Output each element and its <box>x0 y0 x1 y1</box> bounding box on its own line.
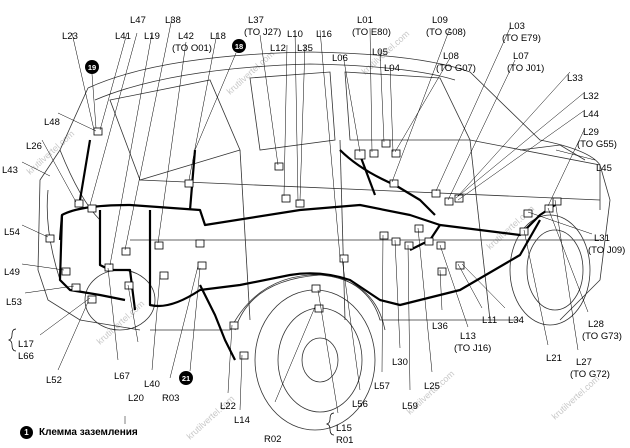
callout-label-l30: L30 <box>392 357 408 368</box>
callout-label-l35: L35 <box>297 43 313 54</box>
callout-label-l37: L37 <box>248 15 264 26</box>
leader-lines <box>21 17 596 424</box>
callout-label-l49: L49 <box>4 267 20 278</box>
callout-label-l22: L22 <box>220 401 236 412</box>
callout-label-l27: L27 <box>576 357 592 368</box>
callout-label-l07b: (TO J01) <box>507 63 544 74</box>
watermark-text: krutilvertel.com <box>550 374 602 422</box>
ground-point-18-label: 18 <box>235 42 243 51</box>
callout-label-l67: L67 <box>114 371 130 382</box>
callout-label-l13b: (TO J16) <box>454 343 491 354</box>
callout-label-l31: L31 <box>594 233 610 244</box>
callout-label-l10: L10 <box>287 29 303 40</box>
callout-label-l38: L38 <box>165 15 181 26</box>
callout-label-l25: L25 <box>424 381 440 392</box>
callout-label-l54: L54 <box>4 227 20 238</box>
callout-label-l07: L07 <box>513 51 529 62</box>
callout-label-r01: R01 <box>336 435 353 446</box>
callout-label-l32: L32 <box>583 91 599 102</box>
callout-label-l03: L03 <box>509 21 525 32</box>
callout-label-l18: L18 <box>210 31 226 42</box>
callout-label-l19: L19 <box>144 31 160 42</box>
callout-label-l09b: (TO G08) <box>426 27 466 38</box>
callout-label-l28b: (TO G73) <box>582 331 622 342</box>
callout-label-l03b: (TO E79) <box>502 33 541 44</box>
callout-label-l13: L13 <box>460 331 476 342</box>
callout-label-l04: L04 <box>384 63 400 74</box>
callout-label-l08: L08 <box>443 51 459 62</box>
ground-point-21: 21 <box>179 267 201 385</box>
callout-label-r03: R03 <box>162 393 179 404</box>
callout-label-l44: L44 <box>583 109 599 120</box>
callout-label-l36: L36 <box>432 321 448 332</box>
callout-label-l47: L47 <box>130 15 146 26</box>
brace-l17-l66 <box>7 328 17 352</box>
wiring-harness <box>58 139 556 361</box>
legend: 1 Клемма заземления <box>20 426 138 439</box>
callout-label-l09: L09 <box>432 15 448 26</box>
callout-label-l26: L26 <box>26 141 42 152</box>
callout-label-l05: L05 <box>372 47 388 58</box>
callout-label-l06: L06 <box>332 53 348 64</box>
callout-label-l41: L41 <box>115 31 131 42</box>
ground-point-21-label: 21 <box>182 374 190 383</box>
callout-label-l15: L15 <box>336 423 352 434</box>
callout-label-l20: L20 <box>128 393 144 404</box>
callout-label-l11: L11 <box>482 315 497 326</box>
callout-label-l48: L48 <box>44 117 60 128</box>
callout-label-l29b: (TO G55) <box>577 139 617 150</box>
callout-label-l08b: (TO G07) <box>436 63 476 74</box>
callout-label-l40: L40 <box>144 379 160 390</box>
watermark-text: krutilvertel.com <box>95 299 147 347</box>
callout-label-l52: L52 <box>46 375 62 386</box>
callout-label-l16: L16 <box>316 29 332 40</box>
callout-label-l28: L28 <box>588 319 604 330</box>
ground-markers: 19 18 21 <box>85 39 246 385</box>
callout-label-l43: L43 <box>2 165 18 176</box>
brace-l15-r01 <box>325 412 335 436</box>
connector-group <box>45 127 562 360</box>
callout-label-l66: L66 <box>18 351 34 362</box>
callout-label-l57: L57 <box>374 381 390 392</box>
callout-label-l56: L56 <box>352 399 368 410</box>
callout-label-l33: L33 <box>567 73 583 84</box>
callout-label-l42b: (TO O01) <box>172 43 212 54</box>
callout-label-r02: R02 <box>264 434 281 445</box>
callout-label-l17: L17 <box>18 339 34 350</box>
callout-label-l45: L45 <box>596 163 612 174</box>
callout-label-l31b: (TO J09) <box>588 245 625 256</box>
callout-label-l42: L42 <box>178 31 194 42</box>
callout-label-l27b: (TO G72) <box>570 369 610 380</box>
callout-label-l01b: (TO E80) <box>352 27 391 38</box>
callout-label-l21: L21 <box>546 353 562 364</box>
callout-label-l29: L29 <box>583 127 599 138</box>
callout-label-l34: L34 <box>508 315 524 326</box>
callout-label-l12: L12 <box>270 43 286 54</box>
ground-terminal-icon: 1 <box>20 426 33 439</box>
legend-text: Клемма заземления <box>39 427 138 438</box>
callout-label-l14: L14 <box>234 415 250 426</box>
callout-label-l59: L59 <box>402 401 418 412</box>
ground-point-19-label: 19 <box>88 63 96 72</box>
ground-point-18: 18 <box>194 39 246 151</box>
callout-label-l01: L01 <box>357 15 373 26</box>
callout-label-l37b: (TO J27) <box>244 27 281 38</box>
callout-label-l23: L23 <box>62 31 78 42</box>
callout-label-l53: L53 <box>6 297 22 308</box>
ground-point-19: 19 <box>85 60 99 129</box>
